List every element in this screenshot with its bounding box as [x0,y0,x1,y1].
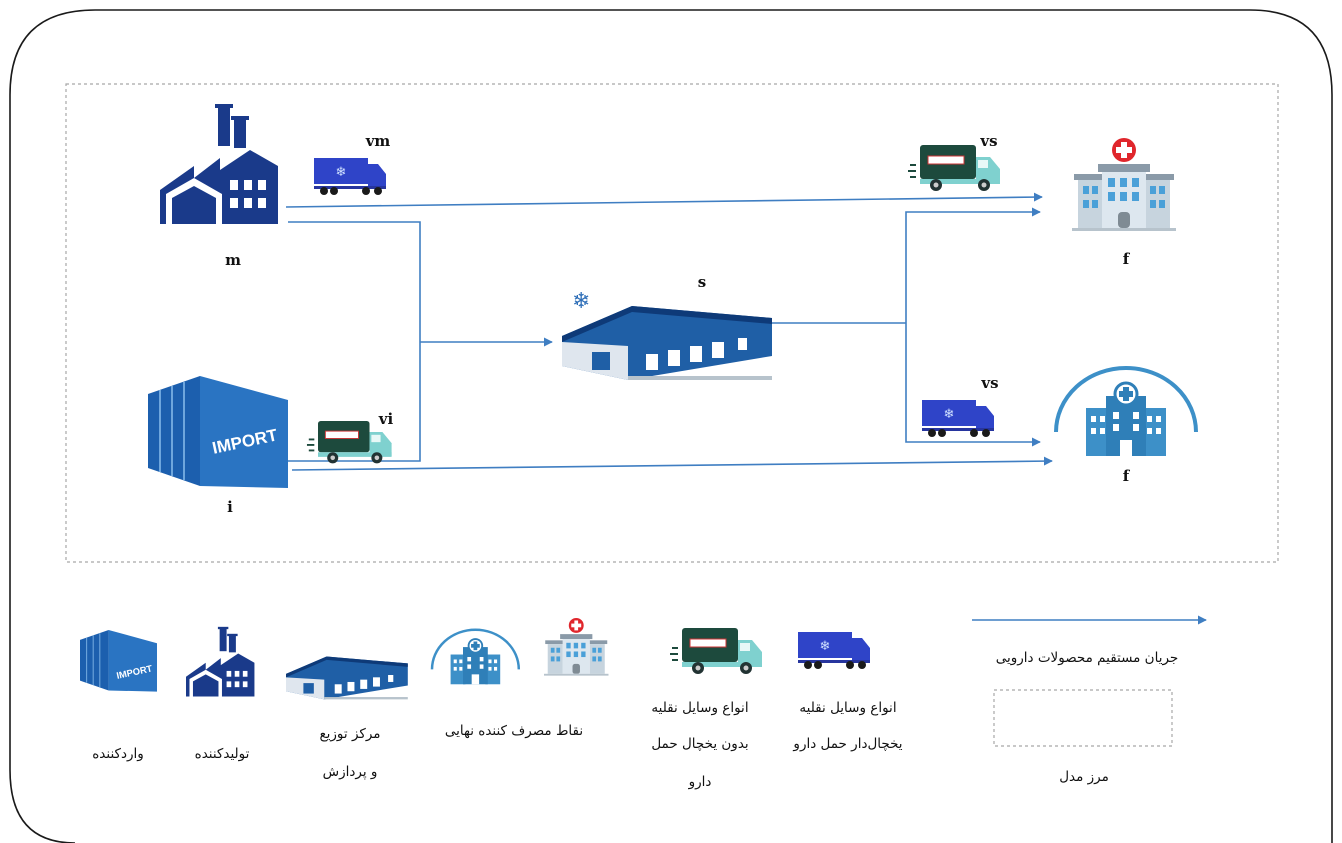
delivery-van-icon [907,144,1001,192]
factory-icon [160,104,278,224]
legend-van-line-1: انواع وسایل نقلیه [651,700,748,716]
vehicle-label-vs-top: vs [979,132,997,150]
vehicle-label-vi: vi [378,410,394,428]
snowflake-icon: ❄ [572,289,590,314]
legend-delivery-van-icon [669,627,763,675]
legend-refrigerated-truck-icon [798,632,870,669]
outer-frame [9,9,1333,843]
legend-warehouse-icon [286,656,408,700]
flow-lines [285,192,1053,471]
node-label-s: s [698,273,706,291]
legend-van-line-3: دارو [688,774,712,790]
legend-flow-label: جریان مستقیم محصولات دارویی [996,650,1179,666]
legend-dome-icon [430,628,521,686]
import-container-icon: IMPORT [147,375,289,489]
flow-s-to-f-bottom [905,323,1041,447]
warehouse-icon: ❄ [562,289,772,380]
legend-import-icon: IMPORT [79,629,158,693]
legend-van-line-2: بدون یخچال حمل [651,736,748,752]
flow-s-to-f-top [905,207,1041,323]
hospital-icon [1072,138,1176,231]
legend-factory-icon [186,626,255,697]
model-boundary [65,83,1279,563]
legend-hospital-icon [544,618,609,676]
vehicle-label-vs-bottom: vs [980,374,998,392]
node-label-i: i [227,498,233,516]
flow-i-to-f-bottom [291,456,1053,471]
legend-end-consumers-label: نقاط مصرف کننده نهایی [445,723,583,739]
node-label-m: m [225,251,241,269]
legend-boundary-label: مرز مدل [1059,769,1109,785]
legend-producer-label: تولیدکننده [195,746,250,762]
legend: جریان مستقیم محصولات دارویی مرز مدل انوا… [79,615,1207,790]
refrigerated-truck-icon [922,400,994,437]
vehicle-label-vm: vm [365,132,391,150]
legend-distribution-line-1: مرکز توزیع [319,726,380,742]
refrigerated-truck-icon [314,158,386,195]
domed-facility-icon [1054,366,1198,458]
legend-distribution-line-2: و پردازش [323,764,378,780]
node-label-f-bottom: f [1123,467,1131,485]
node-label-f-top: f [1123,250,1131,268]
legend-boundary-box [993,689,1173,747]
legend-refrigerated-line-1: انواع وسایل نقلیه [799,700,896,716]
legend-importer-label: واردکننده [92,746,144,762]
legend-refrigerated-line-2: یخچال‌دار حمل دارو [792,736,902,752]
flow-m-to-f-top [285,192,1043,208]
